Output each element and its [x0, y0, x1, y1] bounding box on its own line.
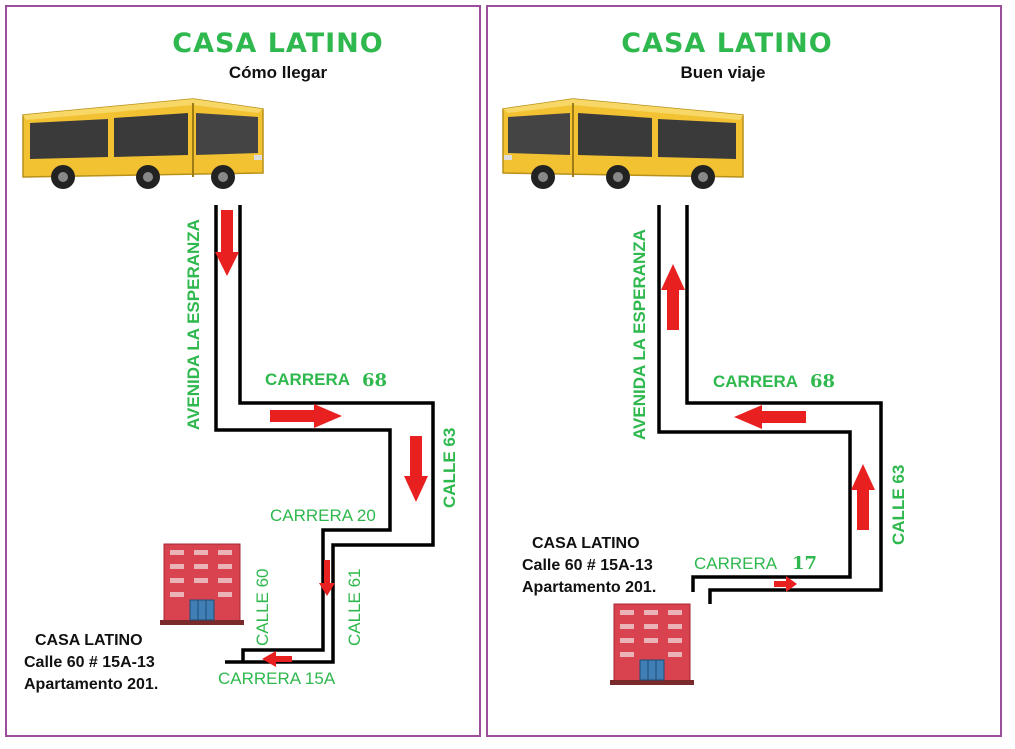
- street-label-carrera-15a: CARRERA 15A: [218, 669, 336, 688]
- street-label-calle-63: CALLE 63: [889, 465, 908, 545]
- building-icon: [159, 543, 245, 626]
- arrow-icon: [774, 576, 797, 592]
- address-line-2: Apartamento 201.: [522, 579, 656, 596]
- arrow-icon: [215, 210, 239, 276]
- street-label-avenida: AVENIDA LA ESPERANZA: [630, 229, 649, 440]
- panel-subtitle: Cómo llegar: [229, 63, 328, 82]
- panel-title: CASA LATINO: [621, 28, 832, 59]
- road-outer: [225, 205, 435, 664]
- arrow-icon: [851, 464, 875, 530]
- arrow-icon: [319, 560, 335, 596]
- address-name: CASA LATINO: [35, 632, 143, 649]
- road-inner: [214, 205, 392, 662]
- address-line-2: Apartamento 201.: [24, 676, 158, 693]
- road-inner: [657, 205, 852, 592]
- address-line-1: Calle 60 # 15A-13: [522, 557, 653, 574]
- street-label-carrera-17: CARRERA: [694, 554, 778, 573]
- street-label-calle-61: CALLE 61: [345, 569, 364, 647]
- panel-subtitle: Buen viaje: [680, 63, 765, 82]
- panel-title: CASA LATINO: [172, 28, 383, 59]
- arrow-icon: [404, 436, 428, 502]
- street-number-68: 68: [810, 371, 835, 392]
- address-line-1: Calle 60 # 15A-13: [24, 654, 155, 671]
- bus-icon: [22, 98, 264, 190]
- address-name: CASA LATINO: [532, 535, 640, 552]
- street-label-carrera-20: CARRERA 20: [270, 506, 376, 525]
- arrow-icon: [661, 264, 685, 330]
- arrow-icon: [734, 405, 806, 429]
- arrow-icon: [262, 651, 292, 667]
- arrow-icon: [270, 404, 342, 428]
- street-label-carrera-68: CARRERA: [713, 372, 798, 391]
- bus-icon: [502, 98, 744, 190]
- street-label-calle-60: CALLE 60: [253, 569, 272, 647]
- street-label-carrera-68: CARRERA: [265, 370, 350, 389]
- road-outer: [685, 205, 883, 604]
- street-number-17: 17: [792, 553, 817, 574]
- street-number-68: 68: [362, 370, 387, 391]
- street-label-calle-63: CALLE 63: [440, 428, 459, 508]
- street-label-avenida: AVENIDA LA ESPERANZA: [184, 219, 203, 430]
- building-icon: [609, 603, 695, 686]
